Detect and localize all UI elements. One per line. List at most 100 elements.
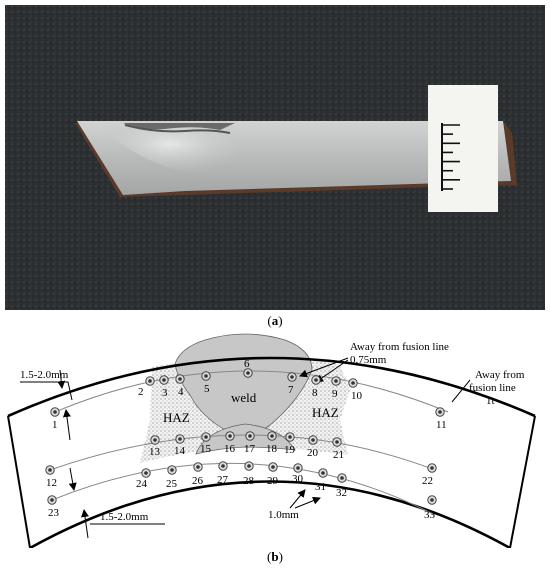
measure-point-label: 26 (192, 475, 204, 487)
dim-bottom-arrow-1 (68, 467, 77, 491)
sheet-left-edge (7, 415, 31, 548)
measure-point-label: 5 (204, 383, 210, 395)
measure-point-center (48, 468, 52, 472)
measure-point-center (321, 471, 325, 475)
measure-point-center (438, 410, 442, 414)
measure-point-label: 11 (436, 419, 447, 431)
dim-top-label: 1.5-2.0mm (20, 369, 69, 381)
measure-point-32: 32 (336, 473, 347, 499)
weld-root (195, 423, 296, 455)
fusion-075-leader-2 (315, 359, 349, 383)
fusion-1t-label-2: fusion line (469, 382, 516, 394)
figure-label-b: (b) (267, 549, 283, 564)
measure-point-label: 17 (244, 443, 256, 455)
measure-point-23: 23 (47, 495, 60, 519)
measure-point-label: 30 (292, 473, 304, 485)
sheet-right-edge (509, 415, 536, 548)
measure-point-17: 17 (244, 431, 256, 455)
measure-point-8: 8 (311, 375, 321, 399)
measure-point-center (351, 381, 355, 385)
measure-point-center (204, 435, 208, 439)
haz-left-label: HAZ (163, 410, 190, 425)
dim-1mm-leader-2 (294, 496, 321, 509)
measure-point-center (53, 410, 57, 414)
measure-point-28: 28 (243, 461, 255, 487)
measure-point-label: 15 (200, 443, 212, 455)
measure-point-label: 29 (267, 475, 279, 487)
measure-point-13: 13 (149, 435, 161, 458)
measure-point-label: 8 (312, 387, 318, 399)
measure-point-29: 29 (267, 462, 279, 487)
sheet-top-surface (7, 356, 536, 418)
measure-point-12: 12 (45, 465, 57, 489)
measure-point-label: 2 (138, 386, 144, 398)
dim-top-arrow-1 (57, 369, 66, 389)
measure-point-20: 20 (307, 435, 319, 459)
fusion-075-label-1: Away from fusion line (350, 341, 449, 353)
measure-point-center (178, 377, 182, 381)
measure-point-label: 3 (162, 387, 168, 399)
measure-point-label: 18 (266, 443, 278, 455)
specimen-photo (5, 5, 545, 310)
measure-point-9: 9 (331, 376, 341, 400)
dim-1mm-label: 1.0mm (268, 509, 299, 521)
measure-point-center (290, 375, 294, 379)
measure-point-center (271, 465, 275, 469)
measure-point-2: 2 (138, 376, 155, 398)
dim-top-arrow-2 (62, 409, 71, 441)
measure-point-center (221, 464, 225, 468)
fusion-1t-label-3: 1t (486, 395, 495, 407)
measure-point-center (335, 440, 339, 444)
measure-point-center (334, 379, 338, 383)
measure-point-center (430, 498, 434, 502)
measure-point-center (228, 434, 232, 438)
sheet-bottom-surface (29, 480, 511, 548)
dim-bottom-arrow-2 (81, 509, 89, 539)
measure-point-center (178, 437, 182, 441)
measure-point-18: 18 (266, 431, 278, 455)
fusion-1t-label-1: Away from (475, 369, 525, 381)
measure-point-label: 24 (136, 478, 148, 490)
measure-line-bottom (51, 462, 436, 516)
measure-point-label: 4 (178, 386, 184, 398)
measure-point-label: 14 (174, 445, 186, 457)
measure-point-center (314, 378, 318, 382)
measure-point-center (270, 434, 274, 438)
measure-point-3: 3 (159, 375, 169, 399)
measure-point-center (296, 466, 300, 470)
measure-point-label: 22 (422, 475, 433, 487)
measure-point-30: 30 (292, 463, 304, 485)
measure-point-11: 11 (435, 407, 447, 431)
measure-point-label: 31 (315, 481, 326, 493)
fusion-075-label-2: 0.75mm (350, 354, 387, 366)
measure-point-5: 5 (201, 371, 211, 395)
measure-point-center (247, 464, 251, 468)
measure-point-label: 20 (307, 447, 319, 459)
measure-point-label: 23 (48, 507, 60, 519)
dim-1mm-leader-1 (289, 489, 306, 509)
measure-point-label: 33 (424, 509, 436, 521)
measure-point-center (196, 465, 200, 469)
haz-right-label: HAZ (312, 405, 339, 420)
measure-point-label: 16 (224, 443, 236, 455)
dim-top-leader (20, 381, 73, 401)
weld-schematic: weld HAZ HAZ Away from fusion line 0.75m… (7, 333, 536, 548)
measure-point-19: 19 (284, 432, 296, 456)
measure-point-6: 6 (243, 358, 253, 378)
measure-point-10: 10 (348, 378, 363, 402)
measure-point-center (204, 374, 208, 378)
weld-label: weld (231, 390, 257, 405)
measure-point-label: 19 (284, 444, 296, 456)
dim-bottom-label: 1.5-2.0mm (100, 511, 149, 523)
measure-point-center (311, 438, 315, 442)
measure-point-center (148, 379, 152, 383)
measure-point-center (246, 371, 250, 375)
measure-point-label: 13 (149, 446, 161, 458)
measure-point-label: 1 (52, 419, 58, 431)
measure-point-center (288, 435, 292, 439)
measure-point-label: 9 (332, 388, 338, 400)
measure-point-31: 31 (315, 468, 328, 493)
measure-point-4: 4 (175, 374, 185, 398)
measure-point-center (162, 378, 166, 382)
measure-point-label: 12 (46, 477, 57, 489)
